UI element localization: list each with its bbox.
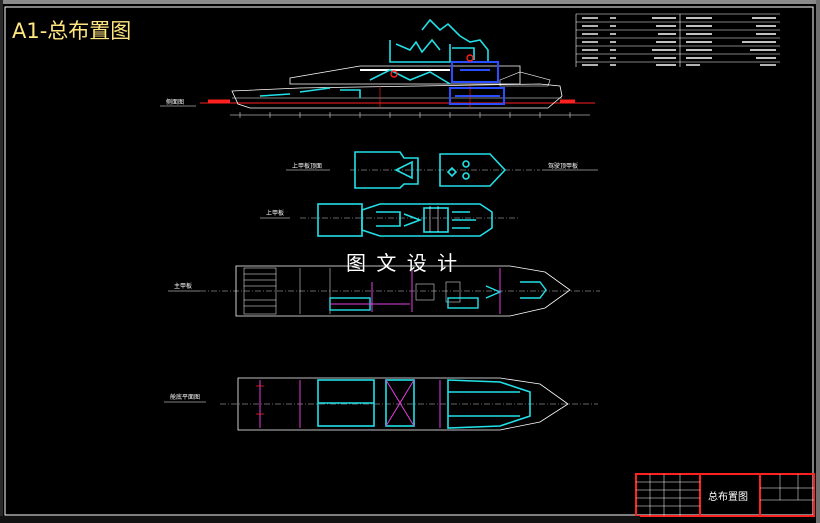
watermark: 图 文 设 计 <box>346 251 459 275</box>
side-elevation-view: 侧面图 <box>160 18 595 118</box>
tank-plan-view: 舱底平面图 <box>164 377 598 431</box>
main-deck-view: 主甲板 <box>168 265 600 317</box>
principal-particulars-table <box>575 13 780 67</box>
vertical-scrollbar[interactable] <box>816 0 820 523</box>
upper-deck-view: 上甲板 <box>260 203 520 237</box>
upper-deck-top-label: 上甲板顶面 <box>292 162 322 170</box>
status-strip <box>0 516 640 523</box>
navigation-deck-label: 驾驶顶甲板 <box>548 162 578 170</box>
tank-plan-label: 舱底平面图 <box>170 393 200 401</box>
upper-deck-label: 上甲板 <box>266 209 284 217</box>
window-left-border <box>0 0 3 523</box>
title-block: 总布置图 <box>635 473 815 517</box>
window-top-border <box>0 0 820 4</box>
drawing-title: A1-总布置图 <box>12 19 131 43</box>
main-deck-label: 主甲板 <box>174 282 192 290</box>
title-block-name: 总布置图 <box>708 490 748 503</box>
drawing-border <box>4 6 814 516</box>
deck-top-views: 上甲板顶面 驾驶顶甲板 <box>286 151 598 189</box>
side-view-label: 侧面图 <box>166 98 184 106</box>
